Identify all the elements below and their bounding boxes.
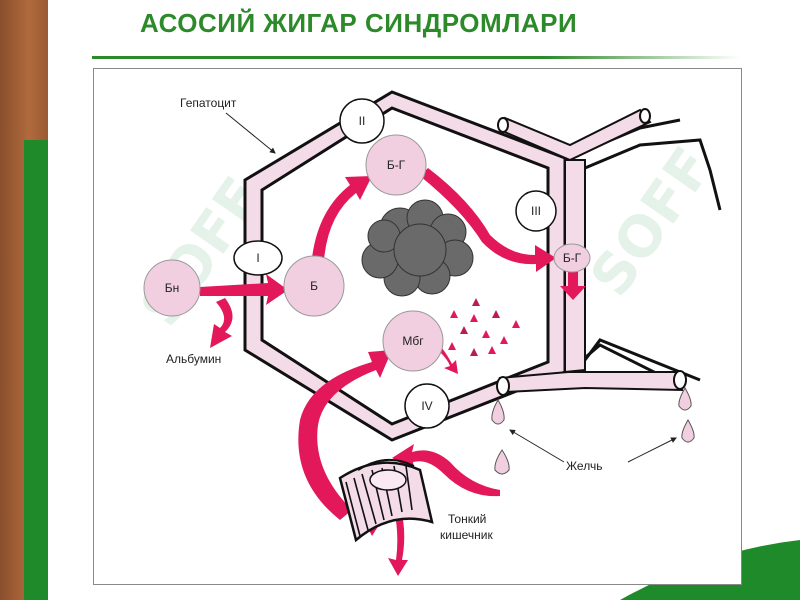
bile-drop-1 <box>491 399 505 425</box>
svg-text:II: II <box>359 114 366 128</box>
node-bn: Бн <box>143 259 201 317</box>
svg-text:Б-Г: Б-Г <box>387 158 406 172</box>
nucleus-cloud <box>361 199 474 297</box>
svg-text:I: I <box>256 251 259 265</box>
arrow-bn-to-albumin <box>210 298 233 348</box>
svg-text:Б: Б <box>310 279 318 293</box>
pointer-bile-right <box>627 437 677 463</box>
title-rule <box>92 56 740 59</box>
node-bg: Б-Г <box>365 134 427 196</box>
bile-drop-4 <box>494 449 510 475</box>
label-albumin: Альбумин <box>166 352 221 366</box>
node-b: Б <box>283 255 345 317</box>
node-zone-iii: III <box>515 190 557 232</box>
left-decor-green <box>24 140 48 600</box>
bile-drop-2 <box>678 387 692 411</box>
label-bile: Желчь <box>566 459 602 473</box>
arrow-bn-to-b <box>200 274 288 305</box>
small-intestine <box>338 459 434 543</box>
arrow-mbg-out <box>440 348 458 374</box>
label-intestine-line2: кишечник <box>440 528 493 542</box>
arrow-bg-to-duct <box>420 168 556 272</box>
node-zone-i: I <box>233 240 283 276</box>
flow-arrows <box>200 168 586 576</box>
arrow-b-to-bg <box>312 176 372 260</box>
node-bg-duct: Б-Г <box>553 243 591 273</box>
node-zone-iv: IV <box>404 383 450 429</box>
svg-text:Мбг: Мбг <box>402 334 424 348</box>
svg-text:Бн: Бн <box>165 281 180 295</box>
pointer-hepatocyte <box>225 112 276 154</box>
slide-title: АСОСИЙ ЖИГАР СИНДРОМЛАРИ <box>140 8 578 38</box>
node-mbg: Мбг <box>382 310 444 372</box>
bile-canaliculus-bottom <box>498 371 684 394</box>
bile-duct-opening-right <box>673 370 687 390</box>
svg-text:IV: IV <box>421 399 432 413</box>
bile-duct-opening-left <box>496 376 510 396</box>
bile-duct-opening-top-right <box>639 108 651 124</box>
pointer-bile-left <box>509 429 565 463</box>
arrow-intestine-out-2 <box>388 500 408 576</box>
arrow-duct-down <box>560 272 586 300</box>
svg-text:III: III <box>531 204 541 218</box>
bile-duct-opening-top-left <box>497 117 509 133</box>
mbg-particles <box>448 298 520 356</box>
node-zone-ii: II <box>339 98 385 144</box>
label-hepatocyte: Гепатоцит <box>180 96 237 110</box>
neighbor-cell-inner-wall <box>583 138 722 382</box>
arrow-bile-to-intestine <box>392 444 500 497</box>
bile-drop-3 <box>681 419 695 443</box>
arrow-intestine-to-mbg <box>298 350 392 520</box>
svg-text:Б-Г: Б-Г <box>563 251 582 265</box>
label-intestine-line1: Тонкий <box>448 512 486 526</box>
